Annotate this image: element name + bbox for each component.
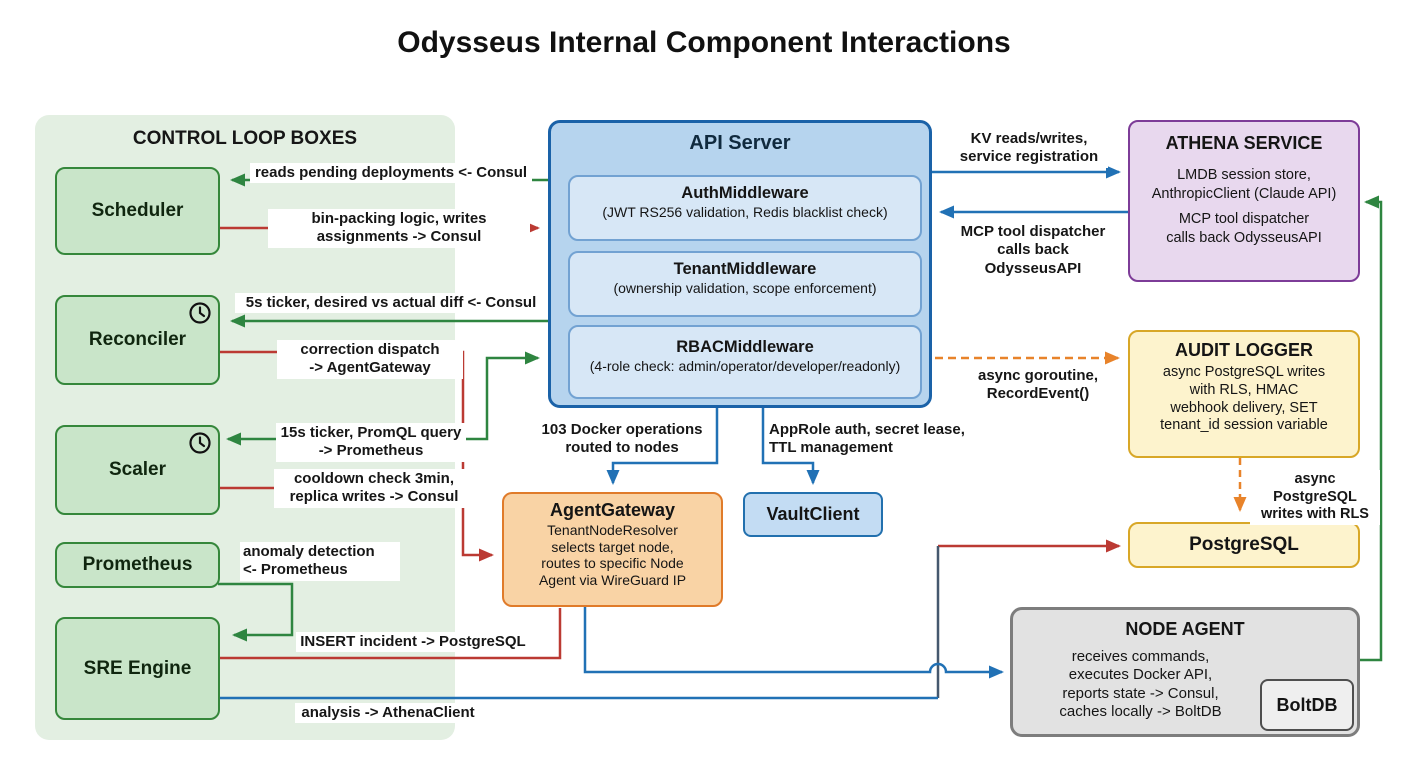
edge-label-reconciler-in: 5s ticker, desired vs actual diff <- Con… <box>235 293 547 314</box>
edge-label-approle: AppRole auth, secret lease, TTL manageme… <box>766 420 968 459</box>
node-agent-body: receives commands, executes Docker API, … <box>1059 648 1222 720</box>
scaler-label: Scaler <box>108 459 167 480</box>
edge-label-docker-ops: 103 Docker operations routed to nodes <box>532 420 712 459</box>
vault-client-label: VaultClient <box>766 504 860 524</box>
edge-label-scaler-in: 15s ticker, PromQL query -> Prometheus <box>276 423 466 462</box>
auth-middleware-detail: (JWT RS256 validation, Redis blacklist c… <box>602 203 888 220</box>
edge-label-scheduler-in: reads pending deployments <- Consul <box>250 163 532 184</box>
athena-service-box: ATHENA SERVICE LMDB session store, Anthr… <box>1128 120 1360 282</box>
postgresql-label: PostgreSQL <box>1189 534 1299 555</box>
edge-label-anomaly: anomaly detection <- Prometheus <box>240 542 400 581</box>
prometheus-label: Prometheus <box>82 554 193 575</box>
auth-middleware-name: AuthMiddleware <box>681 184 809 202</box>
audit-logger-box: AUDIT LOGGER async PostgreSQL writes wit… <box>1128 330 1360 458</box>
tenant-middleware-name: TenantMiddleware <box>673 260 817 278</box>
postgresql-box: PostgreSQL <box>1128 522 1360 568</box>
agent-gateway-body: TenantNodeResolver selects target node, … <box>538 522 687 588</box>
clock-icon <box>189 302 211 324</box>
vault-client-box: VaultClient <box>743 492 883 537</box>
boltdb-label: BoltDB <box>1276 694 1338 715</box>
api-server-box: API Server AuthMiddleware (JWT RS256 val… <box>548 120 932 408</box>
rbac-middleware-detail: (4-role check: admin/operator/developer/… <box>589 357 901 374</box>
scheduler-box: Scheduler <box>55 167 220 255</box>
control-loop-title: CONTROL LOOP BOXES <box>132 128 358 149</box>
edge-label-reconciler-out: correction dispatch -> AgentGateway <box>277 340 463 379</box>
edge-api-to-agentgateway <box>606 408 719 485</box>
athena-title: ATHENA SERVICE <box>1165 133 1323 153</box>
boltdb-box: BoltDB <box>1260 679 1354 731</box>
sre-engine-label: SRE Engine <box>83 657 192 679</box>
audit-logger-body: async PostgreSQL writes with RLS, HMAC w… <box>1160 364 1328 434</box>
reconciler-box: Reconciler <box>55 295 220 385</box>
rbac-middleware-box: RBACMiddleware (4-role check: admin/oper… <box>568 325 922 399</box>
edge-label-mcp-callback: MCP tool dispatcher calls back OdysseusA… <box>944 222 1122 279</box>
edge-label-async-goroutine: async goroutine, RecordEvent() <box>960 366 1116 405</box>
tenant-middleware-detail: (ownership validation, scope enforcement… <box>613 279 877 296</box>
agent-gateway-title: AgentGateway <box>549 500 676 520</box>
edge-label-analysis: analysis -> AthenaClient <box>295 703 481 724</box>
edge-agentgateway-to-nodeagent <box>583 607 1004 679</box>
edge-nodeagent-to-athena <box>1360 195 1383 662</box>
reconciler-label: Reconciler <box>88 329 187 350</box>
node-agent-title: NODE AGENT <box>1125 619 1245 639</box>
api-server-title: API Server <box>689 132 791 154</box>
edge-label-async-writes: async PostgreSQL writes with RLS <box>1250 470 1380 526</box>
agent-gateway-box: AgentGateway TenantNodeResolver selects … <box>502 492 723 607</box>
athena-body-1: LMDB session store, AnthropicClient (Cla… <box>1151 167 1337 202</box>
scaler-box: Scaler <box>55 425 220 515</box>
clock-icon <box>189 432 211 454</box>
edge-api-to-vaultclient <box>761 408 820 485</box>
node-agent-box: NODE AGENT receives commands, executes D… <box>1010 607 1360 737</box>
edge-sre-insert-incident <box>220 608 562 660</box>
page-title: Odysseus Internal Component Interactions <box>397 26 1011 59</box>
sre-engine-box: SRE Engine <box>55 617 220 720</box>
auth-middleware-box: AuthMiddleware (JWT RS256 validation, Re… <box>568 175 922 241</box>
edge-prometheus-to-sre <box>218 582 294 642</box>
edge-label-scheduler-out: bin-packing logic, writes assignments ->… <box>268 209 530 248</box>
scheduler-label: Scheduler <box>91 200 184 221</box>
athena-body-2: MCP tool dispatcher calls back OdysseusA… <box>1166 210 1322 246</box>
edge-label-insert-incident: INSERT incident -> PostgreSQL <box>296 632 530 653</box>
prometheus-box: Prometheus <box>55 542 220 588</box>
audit-logger-title: AUDIT LOGGER <box>1175 340 1313 360</box>
tenant-middleware-box: TenantMiddleware (ownership validation, … <box>568 251 922 317</box>
edge-label-scaler-out: cooldown check 3min, replica writes -> C… <box>274 469 474 508</box>
edge-label-kv-reads: KV reads/writes, service registration <box>950 129 1108 168</box>
rbac-middleware-name: RBACMiddleware <box>676 338 814 356</box>
